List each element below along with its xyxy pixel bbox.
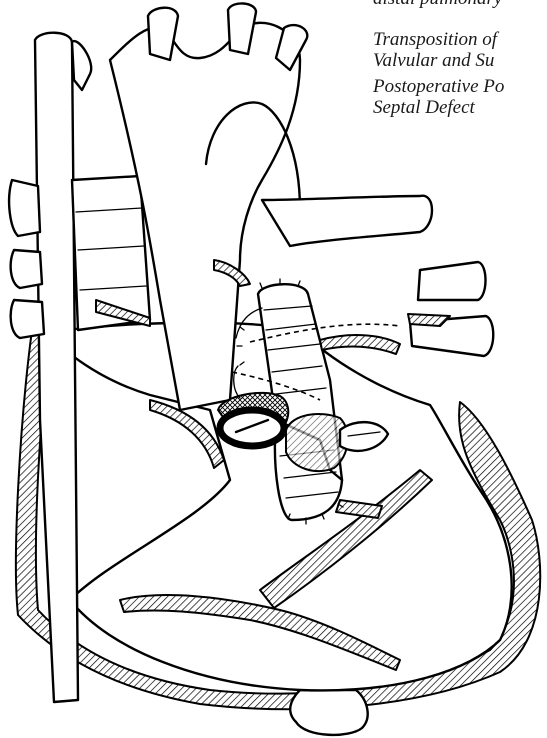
pulmonary-vein-low-left (11, 300, 44, 338)
superior-vena-cava (35, 33, 78, 702)
septal-patch (286, 414, 348, 471)
caption-line-1: distal pulmonary (373, 0, 502, 9)
svc-top-branch (72, 41, 91, 90)
caption-line-2: Transposition of (373, 29, 497, 50)
pulmonary-artery-right-branch (262, 196, 432, 246)
pulmonary-vein-right-upper (418, 262, 486, 300)
caption-line-4: Postoperative Po (373, 76, 504, 97)
caption-line-3: Valvular and Su (373, 50, 494, 71)
inferior-vessel (290, 690, 367, 735)
pulmonary-vein-mid-left (11, 250, 42, 288)
caption-line-5: Septal Defect (373, 97, 475, 118)
prosthetic-valve-ring (220, 410, 284, 446)
pulmonary-vein-upper-left (9, 180, 40, 236)
